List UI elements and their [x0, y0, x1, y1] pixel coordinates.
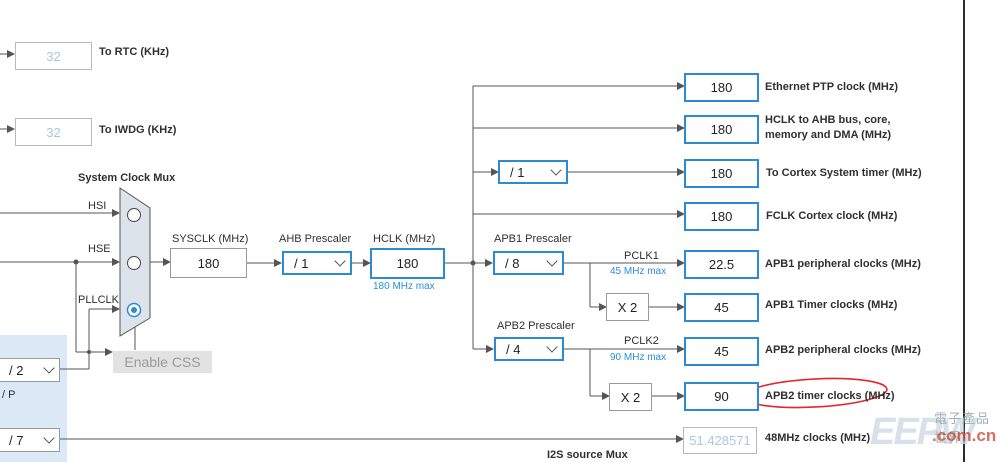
pll-p-divider-select[interactable]: / 2: [0, 358, 60, 382]
watermark: EEPW 電子產品世界 .com.cn: [870, 408, 998, 460]
output-apb2-timer-label: APB2 timer clocks (MHz): [765, 390, 895, 402]
output-ethernet-ptp-value: 180: [684, 73, 759, 102]
pll-q-divider-value: / 7: [9, 432, 24, 448]
rtc-value: 32: [15, 42, 92, 70]
iwdg-label: To IWDG (KHz): [99, 124, 177, 136]
mux-input-hse: HSE: [88, 243, 111, 255]
mux-radio-hsi[interactable]: [127, 208, 141, 222]
sysclk-label: SYSCLK (MHz): [172, 233, 249, 245]
watermark-cn-text: 電子產品世界: [934, 411, 991, 445]
pll-q-divider-select[interactable]: / 7: [0, 428, 60, 452]
output-cortex-systimer-label: To Cortex System timer (MHz): [766, 167, 922, 179]
mux-input-hsi: HSI: [88, 200, 107, 212]
hclk-max-note: 180 MHz max: [373, 281, 435, 292]
apb1-prescaler-value: / 8: [505, 255, 520, 271]
watermark-logo: EEPW: [870, 411, 976, 453]
chevron-down-icon: [334, 255, 346, 267]
output-cortex-systimer-value: 180: [684, 159, 759, 188]
output-48mhz-value: 51.428571: [683, 427, 757, 454]
chevron-down-icon: [43, 362, 55, 374]
ahb-prescaler-value: / 1: [294, 255, 309, 271]
mux-title: System Clock Mux: [78, 172, 176, 184]
apb2-prescaler-label: APB2 Prescaler: [497, 320, 575, 332]
chevron-down-icon: [546, 341, 558, 353]
apb1-prescaler-select[interactable]: / 8: [493, 251, 564, 275]
ahb-prescaler-select[interactable]: / 1: [282, 251, 352, 275]
chevron-down-icon: [43, 432, 55, 444]
i2s-source-mux-label: I2S source Mux: [547, 449, 628, 461]
apb1-timer-multiplier: X 2: [606, 293, 649, 321]
pclk1-max-note: 45 MHz max: [610, 266, 667, 277]
apb2-prescaler-select[interactable]: / 4: [494, 337, 564, 361]
sysclk-value: 180: [170, 248, 247, 278]
hclk-label: HCLK (MHz): [373, 233, 436, 245]
rtc-label: To RTC (KHz): [99, 46, 170, 58]
chevron-down-icon: [550, 164, 562, 176]
output-hclk-ahb-label: HCLK to AHB bus, core,: [765, 114, 891, 126]
chevron-down-icon: [546, 255, 558, 267]
output-apb1-timer-label: APB1 Timer clocks (MHz): [765, 299, 898, 311]
output-apb1-periph-value: 22.5: [684, 250, 759, 279]
enable-css-button[interactable]: Enable CSS: [113, 351, 212, 373]
output-apb2-periph-value: 45: [684, 337, 759, 366]
mux-input-pllclk: PLLCLK: [78, 294, 119, 306]
pclk1-label: PCLK1: [624, 250, 659, 262]
watermark-domain: .com.cn: [932, 426, 997, 445]
output-apb1-periph-label: APB1 peripheral clocks (MHz): [765, 258, 921, 270]
pclk2-max-note: 90 MHz max: [610, 352, 667, 363]
output-apb2-periph-label: APB2 peripheral clocks (MHz): [765, 344, 921, 356]
output-fclk-label: FCLK Cortex clock (MHz): [766, 210, 898, 222]
systimer-divider-select[interactable]: / 1: [498, 160, 568, 184]
output-hclk-ahb-label-2: memory and DMA (MHz): [765, 129, 892, 141]
mux-radio-hse[interactable]: [127, 256, 141, 270]
apb2-timer-multiplier: X 2: [609, 383, 652, 411]
pll-p-divider-value: / 2: [9, 362, 24, 378]
pclk2-label: PCLK2: [624, 335, 659, 347]
pll-p-label: / P: [2, 389, 16, 401]
output-hclk-ahb-value: 180: [684, 115, 759, 144]
output-48mhz-label: 48MHz clocks (MHz): [765, 432, 871, 444]
hclk-input[interactable]: 180: [370, 248, 445, 279]
output-apb2-timer-value: 90: [684, 382, 759, 411]
ahb-prescaler-label: AHB Prescaler: [279, 233, 352, 245]
systimer-divider-value: / 1: [510, 164, 525, 180]
apb2-prescaler-value: / 4: [506, 341, 521, 357]
output-ethernet-ptp-label: Ethernet PTP clock (MHz): [765, 81, 899, 93]
panel-divider: [963, 0, 965, 462]
mux-radio-pllclk-dot: [131, 307, 137, 313]
apb1-prescaler-label: APB1 Prescaler: [494, 233, 572, 245]
output-apb1-timer-value: 45: [684, 293, 759, 322]
output-fclk-value: 180: [684, 202, 759, 231]
iwdg-value: 32: [15, 118, 92, 146]
